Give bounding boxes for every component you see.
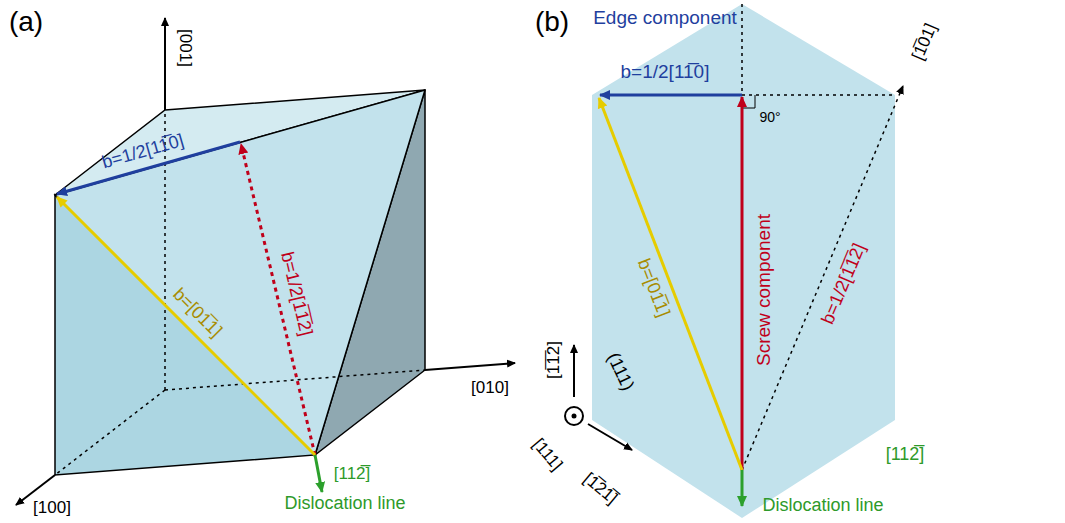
- line-label: Dislocation line: [284, 494, 405, 514]
- burgers-vectors-a: [57, 142, 322, 492]
- component-label: Screw component: [754, 214, 775, 366]
- direction-label: [1̅01]: [909, 21, 941, 63]
- angle-label: 90°: [759, 110, 780, 125]
- axis-label: [010]: [471, 379, 509, 398]
- vector-label: b=1/2[11̅0]: [621, 62, 710, 83]
- burgers-vectors-b: [599, 95, 742, 506]
- axis-label: [1̅1̅2]: [545, 341, 564, 379]
- line-label: Dislocation line: [762, 496, 883, 516]
- axis-label: [100]: [33, 499, 71, 518]
- panel-tag: (b): [535, 7, 569, 38]
- direction-label: [112̅]: [886, 445, 925, 465]
- axes-a: [16, 18, 515, 505]
- panel-tag: (a): [9, 7, 43, 38]
- slip-plane: [592, 4, 903, 518]
- axis-label: [111]: [528, 435, 565, 474]
- component-label: Edge component: [593, 8, 737, 29]
- cube: [55, 90, 425, 475]
- axis-label: [1̅21̅]: [580, 470, 621, 509]
- direction-label: [112̅]: [334, 465, 371, 484]
- axis-label: [001]: [176, 29, 195, 67]
